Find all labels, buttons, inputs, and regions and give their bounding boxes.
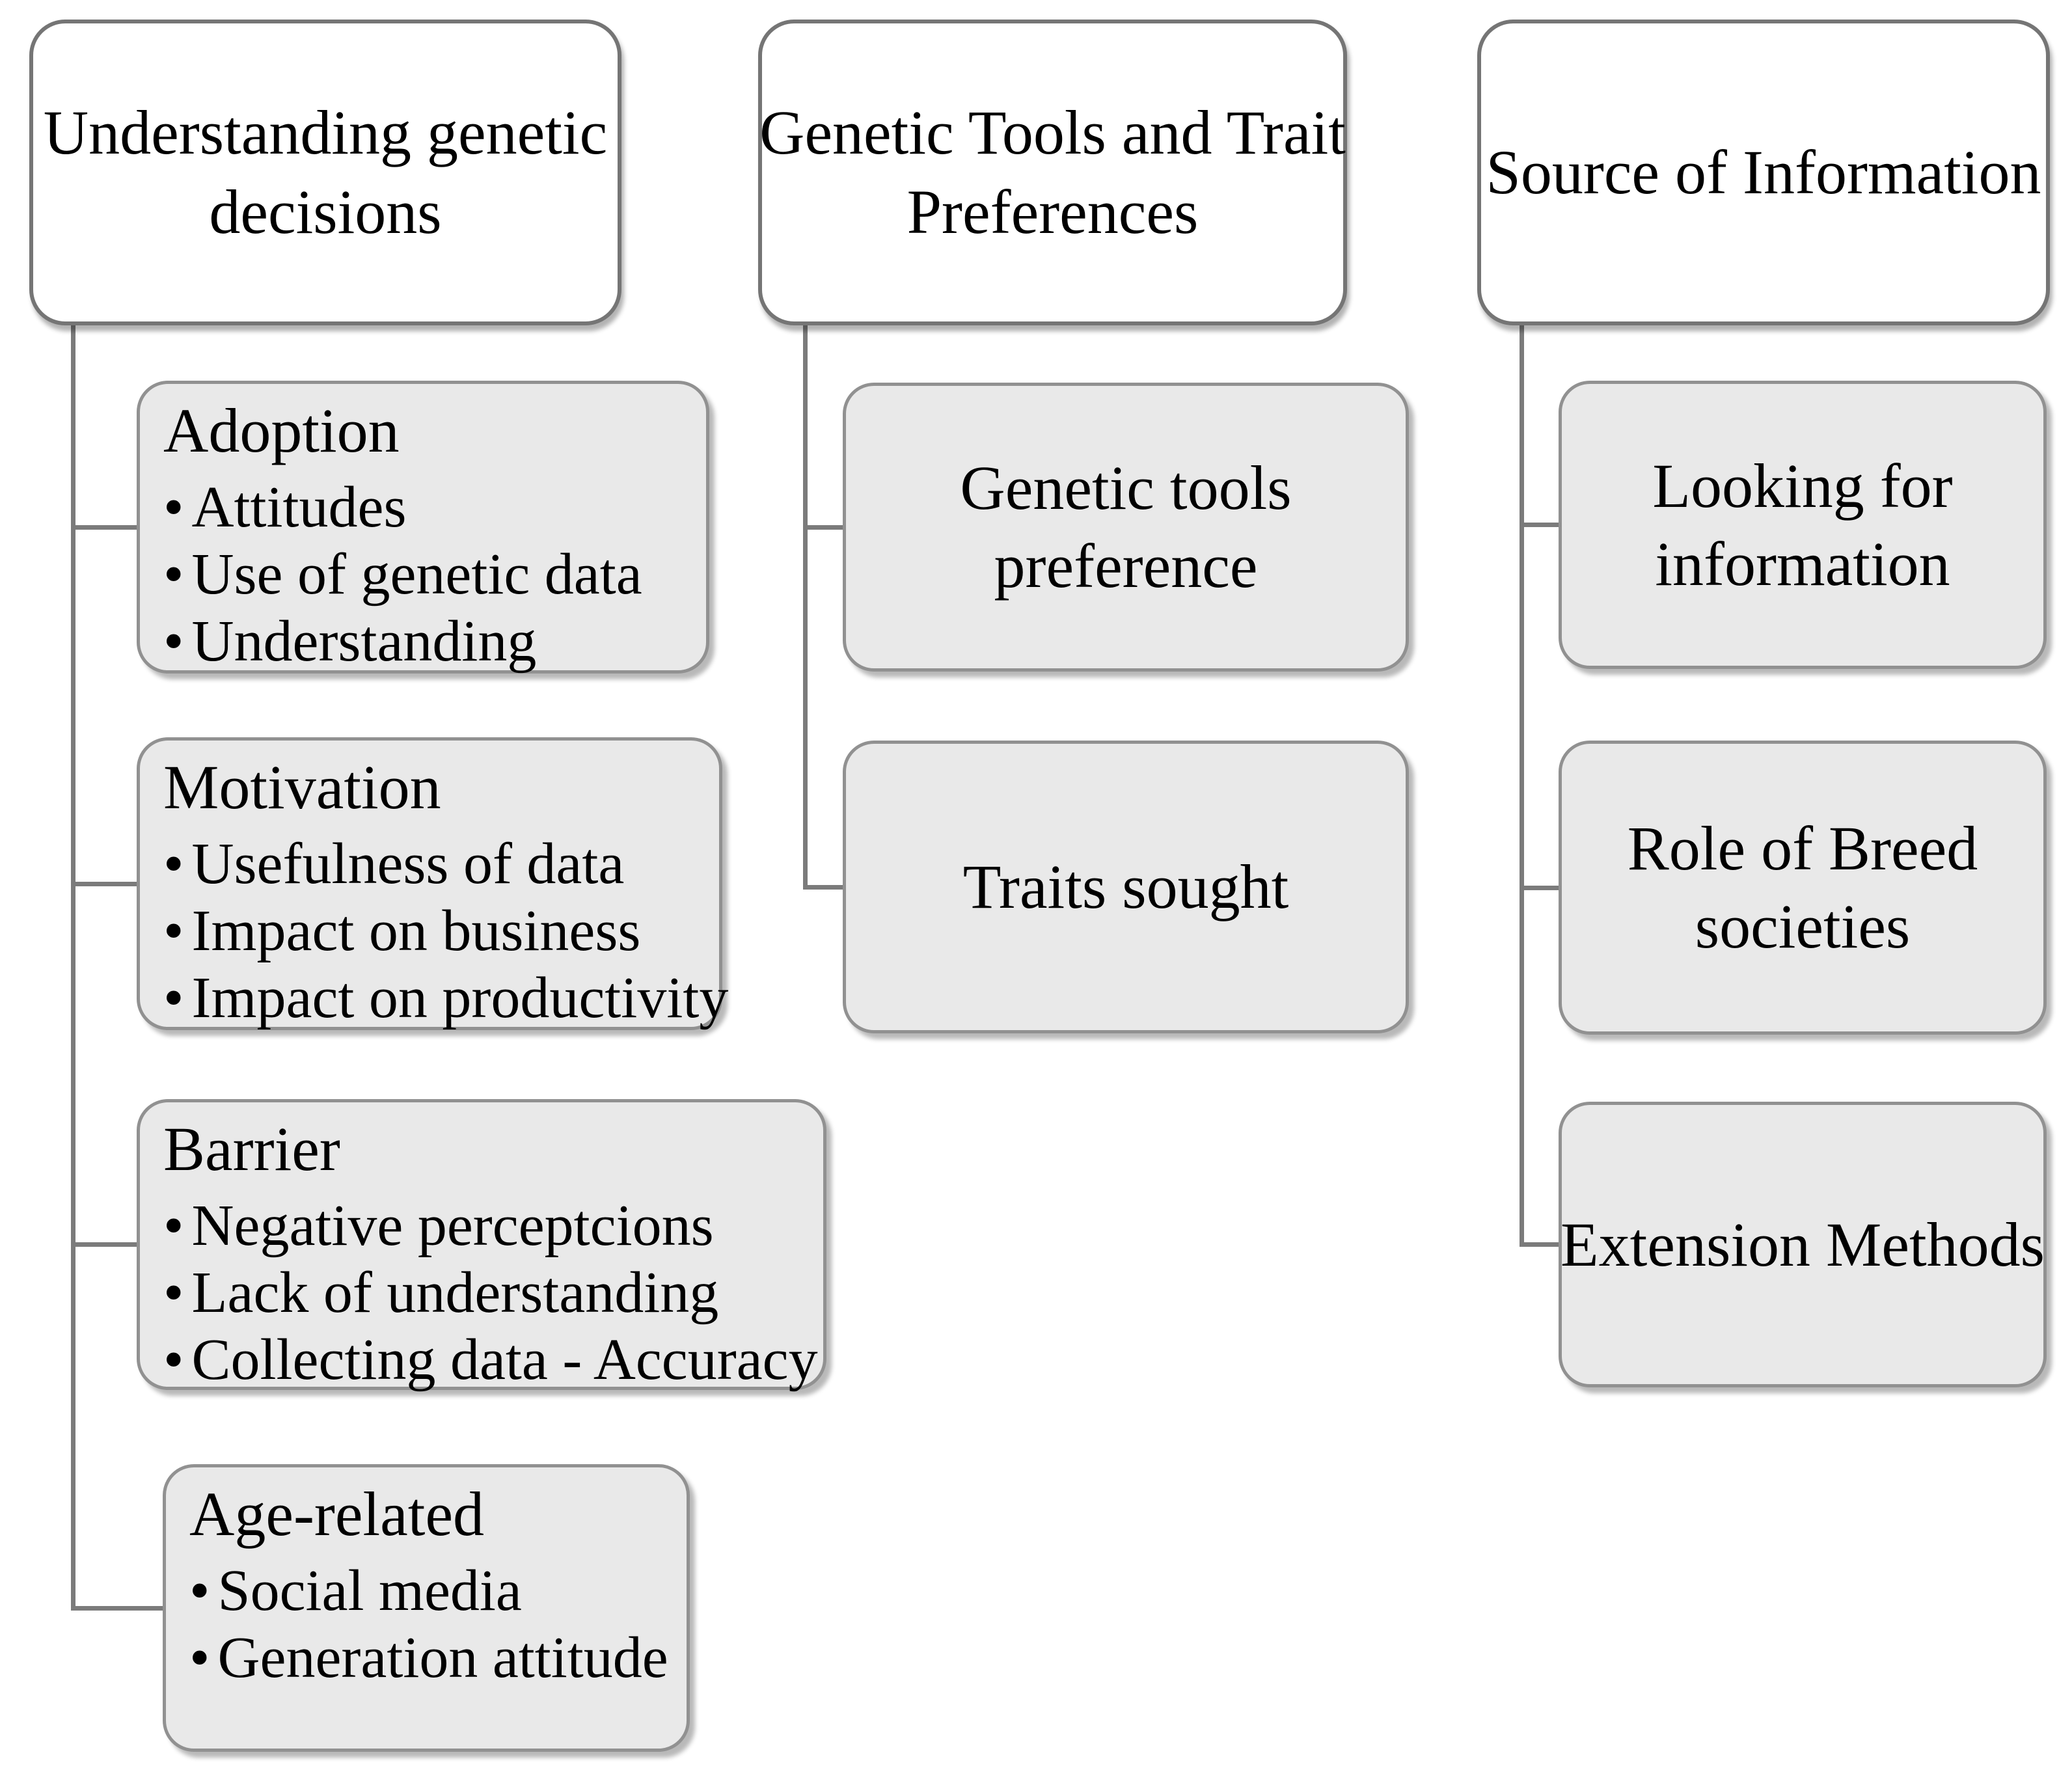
- header-understanding-genetic-decisions: Understanding genetic decisions: [29, 20, 621, 325]
- node-label-line: Looking for: [1652, 450, 1953, 521]
- bullet-item: Generation attitude: [189, 1624, 675, 1691]
- bullet-item: Understanding: [163, 608, 694, 675]
- connector-stub-age-related: [71, 1606, 163, 1611]
- header-title-line: Genetic Tools and Trait: [759, 98, 1346, 167]
- node-role-of-breed-societies: Role of Breed societies: [1559, 741, 2047, 1035]
- header-genetic-tools-trait-preferences: Genetic Tools and Trait Preferences: [758, 20, 1347, 325]
- node-title: Adoption: [163, 396, 400, 465]
- connector-stub-barrier: [71, 1242, 137, 1247]
- connector-trunk-col2: [803, 325, 808, 890]
- connector-stub-genetic-tools-preference: [803, 525, 843, 530]
- node-label-line: information: [1655, 528, 1950, 599]
- node-genetic-tools-preference: Genetic tools preference: [843, 383, 1409, 672]
- connector-stub-adoption: [71, 525, 137, 530]
- connector-stub-extension-methods: [1520, 1242, 1559, 1247]
- bullet-item: Social media: [189, 1557, 675, 1624]
- connector-stub-motivation: [71, 882, 137, 886]
- node-motivation: Motivation Usefulness of data Impact on …: [137, 737, 729, 1031]
- node-traits-sought: Traits sought: [843, 741, 1409, 1033]
- header-title-line: decisions: [209, 177, 442, 247]
- connector-stub-role-of-breed-societies: [1520, 886, 1559, 890]
- bullet-item: Impact on productivity: [163, 964, 729, 1031]
- bullet-item: Negative perceptcions: [163, 1192, 811, 1259]
- node-label-line: Extension Methods: [1561, 1209, 2045, 1279]
- header-title-line: Source of Information: [1486, 137, 2041, 207]
- node-label-line: Traits sought: [962, 852, 1289, 921]
- bullet-item: Lack of understanding: [163, 1259, 811, 1326]
- node-label-line: preference: [994, 531, 1258, 601]
- connector-trunk-col1: [71, 325, 75, 1611]
- bullet-item: Usefulness of data: [163, 830, 707, 897]
- node-adoption: Adoption Attitudes Use of genetic data U…: [137, 381, 709, 674]
- node-extension-methods: Extension Methods: [1559, 1102, 2047, 1387]
- bullet-item: Collecting data - Accuracy: [163, 1326, 818, 1393]
- node-title: Barrier: [163, 1114, 340, 1184]
- connector-trunk-col3: [1520, 325, 1524, 1247]
- connector-stub-looking-for-information: [1520, 523, 1559, 527]
- node-title: Motivation: [163, 752, 441, 822]
- header-title-line: Preferences: [906, 177, 1199, 247]
- header-source-of-information: Source of Information: [1477, 20, 2050, 325]
- connector-stub-traits-sought: [803, 885, 843, 890]
- node-label-line: Genetic tools: [960, 453, 1292, 523]
- bullet-item: Use of genetic data: [163, 541, 694, 608]
- bullet-item: Impact on business: [163, 897, 707, 964]
- node-label-line: Role of Breed: [1627, 813, 1978, 883]
- header-title-line: Understanding genetic: [43, 98, 608, 167]
- node-looking-for-information: Looking for information: [1559, 381, 2047, 669]
- node-title: Age-related: [189, 1479, 485, 1549]
- bullet-item: Attitudes: [163, 474, 694, 541]
- node-age-related: Age-related Social media Generation atti…: [163, 1464, 690, 1752]
- node-label-line: societies: [1695, 892, 1911, 961]
- node-barrier: Barrier Negative perceptcions Lack of un…: [137, 1099, 826, 1393]
